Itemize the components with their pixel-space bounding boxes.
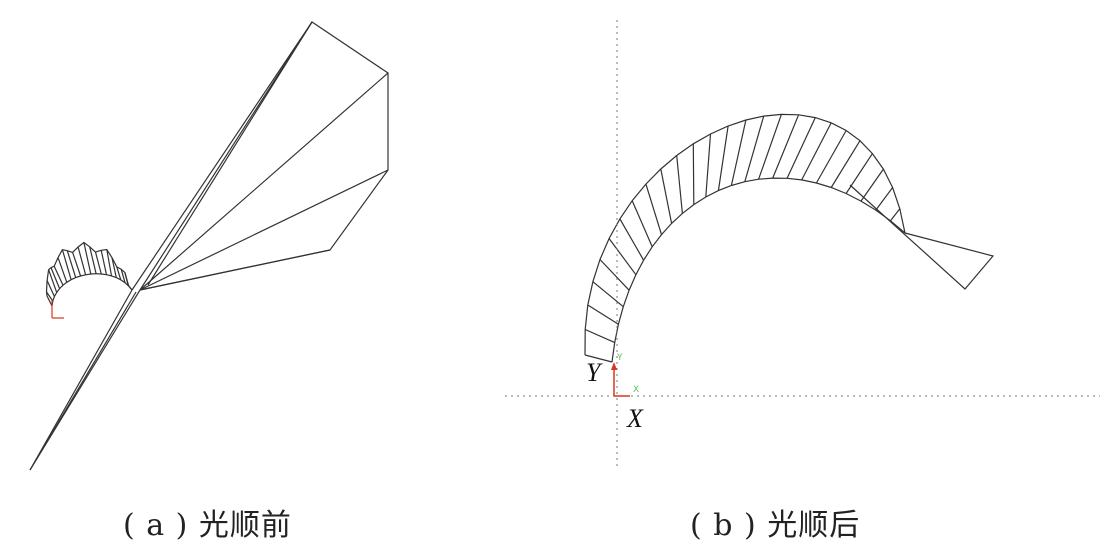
wavy-rib <box>116 266 122 281</box>
arch-band <box>584 113 906 363</box>
tail-fin <box>849 184 995 290</box>
wavy-rib <box>46 280 55 297</box>
arch-rib <box>631 200 653 248</box>
coordinate-origin: Y X <box>611 353 639 397</box>
wavy-rib <box>48 269 58 293</box>
arch-rib <box>860 168 884 202</box>
arch-rib <box>705 133 712 198</box>
arch-rib <box>599 259 630 291</box>
arch-rib <box>608 238 637 276</box>
arch-rib <box>592 281 624 308</box>
wavy-rib <box>94 251 102 275</box>
arch-rib <box>676 155 683 214</box>
spike-inner <box>29 291 137 471</box>
wavy-band <box>45 241 133 307</box>
arch-rib <box>875 187 894 211</box>
small-y-label: Y <box>616 353 623 363</box>
x-axis-label: X <box>627 404 643 433</box>
wavy-rib <box>111 257 117 278</box>
arch-inner-edge <box>611 177 906 363</box>
wavy-rib <box>61 249 72 280</box>
small-x-label: X <box>633 385 639 395</box>
arch-rib <box>717 125 729 191</box>
arch-rib <box>619 218 645 261</box>
arch-rib <box>744 115 765 182</box>
caption-panel-a: ( a ) 光顺前 <box>123 508 292 543</box>
fan-ray-4 <box>147 21 313 286</box>
wavy-rib <box>46 295 53 307</box>
wavy-rib <box>53 265 64 286</box>
arch-rib <box>845 153 873 194</box>
wavy-rib <box>77 246 87 275</box>
fan-ray-3 <box>139 249 331 291</box>
arch-outer-edge <box>584 113 906 356</box>
wavy-rib <box>83 242 92 275</box>
panel-a-axis <box>51 300 64 319</box>
arch-rib <box>830 140 861 188</box>
y-axis-label: Y <box>586 358 601 387</box>
arch-rib <box>786 117 816 179</box>
wavy-rib <box>100 250 108 275</box>
arch-rib <box>645 183 663 235</box>
dotted-axes <box>505 20 1100 470</box>
fan-ray-2 <box>139 169 389 291</box>
wavy-rib <box>124 272 130 287</box>
caption-panel-b: ( b ) 光顺后 <box>690 508 861 543</box>
arch-rib <box>890 208 901 222</box>
fan-ray-1 <box>139 72 389 291</box>
wavy-rib <box>127 284 133 291</box>
arch-rib <box>772 114 800 179</box>
wavy-rib <box>72 252 82 277</box>
arch-rib <box>587 304 619 325</box>
arch-rib <box>730 119 747 186</box>
wavy-rib <box>66 250 77 278</box>
wavy-rib <box>106 249 113 277</box>
arch-rib <box>692 143 695 205</box>
wavy-rib <box>46 291 54 302</box>
fan-outline <box>139 21 389 291</box>
wavy-rib <box>50 267 61 289</box>
arch-rib <box>815 130 847 184</box>
arch-rib <box>660 168 673 224</box>
arch-rib <box>584 354 613 363</box>
wavy-rib <box>89 246 97 274</box>
arch-rib <box>758 114 782 180</box>
panel-b-mesh <box>584 113 995 363</box>
arch-rib <box>801 122 832 181</box>
arch-rib <box>584 328 615 344</box>
fan-ray-5 <box>131 21 313 291</box>
wavy-rib <box>120 269 126 283</box>
wavy-rib <box>57 257 68 283</box>
panel-a-mesh <box>29 21 389 471</box>
